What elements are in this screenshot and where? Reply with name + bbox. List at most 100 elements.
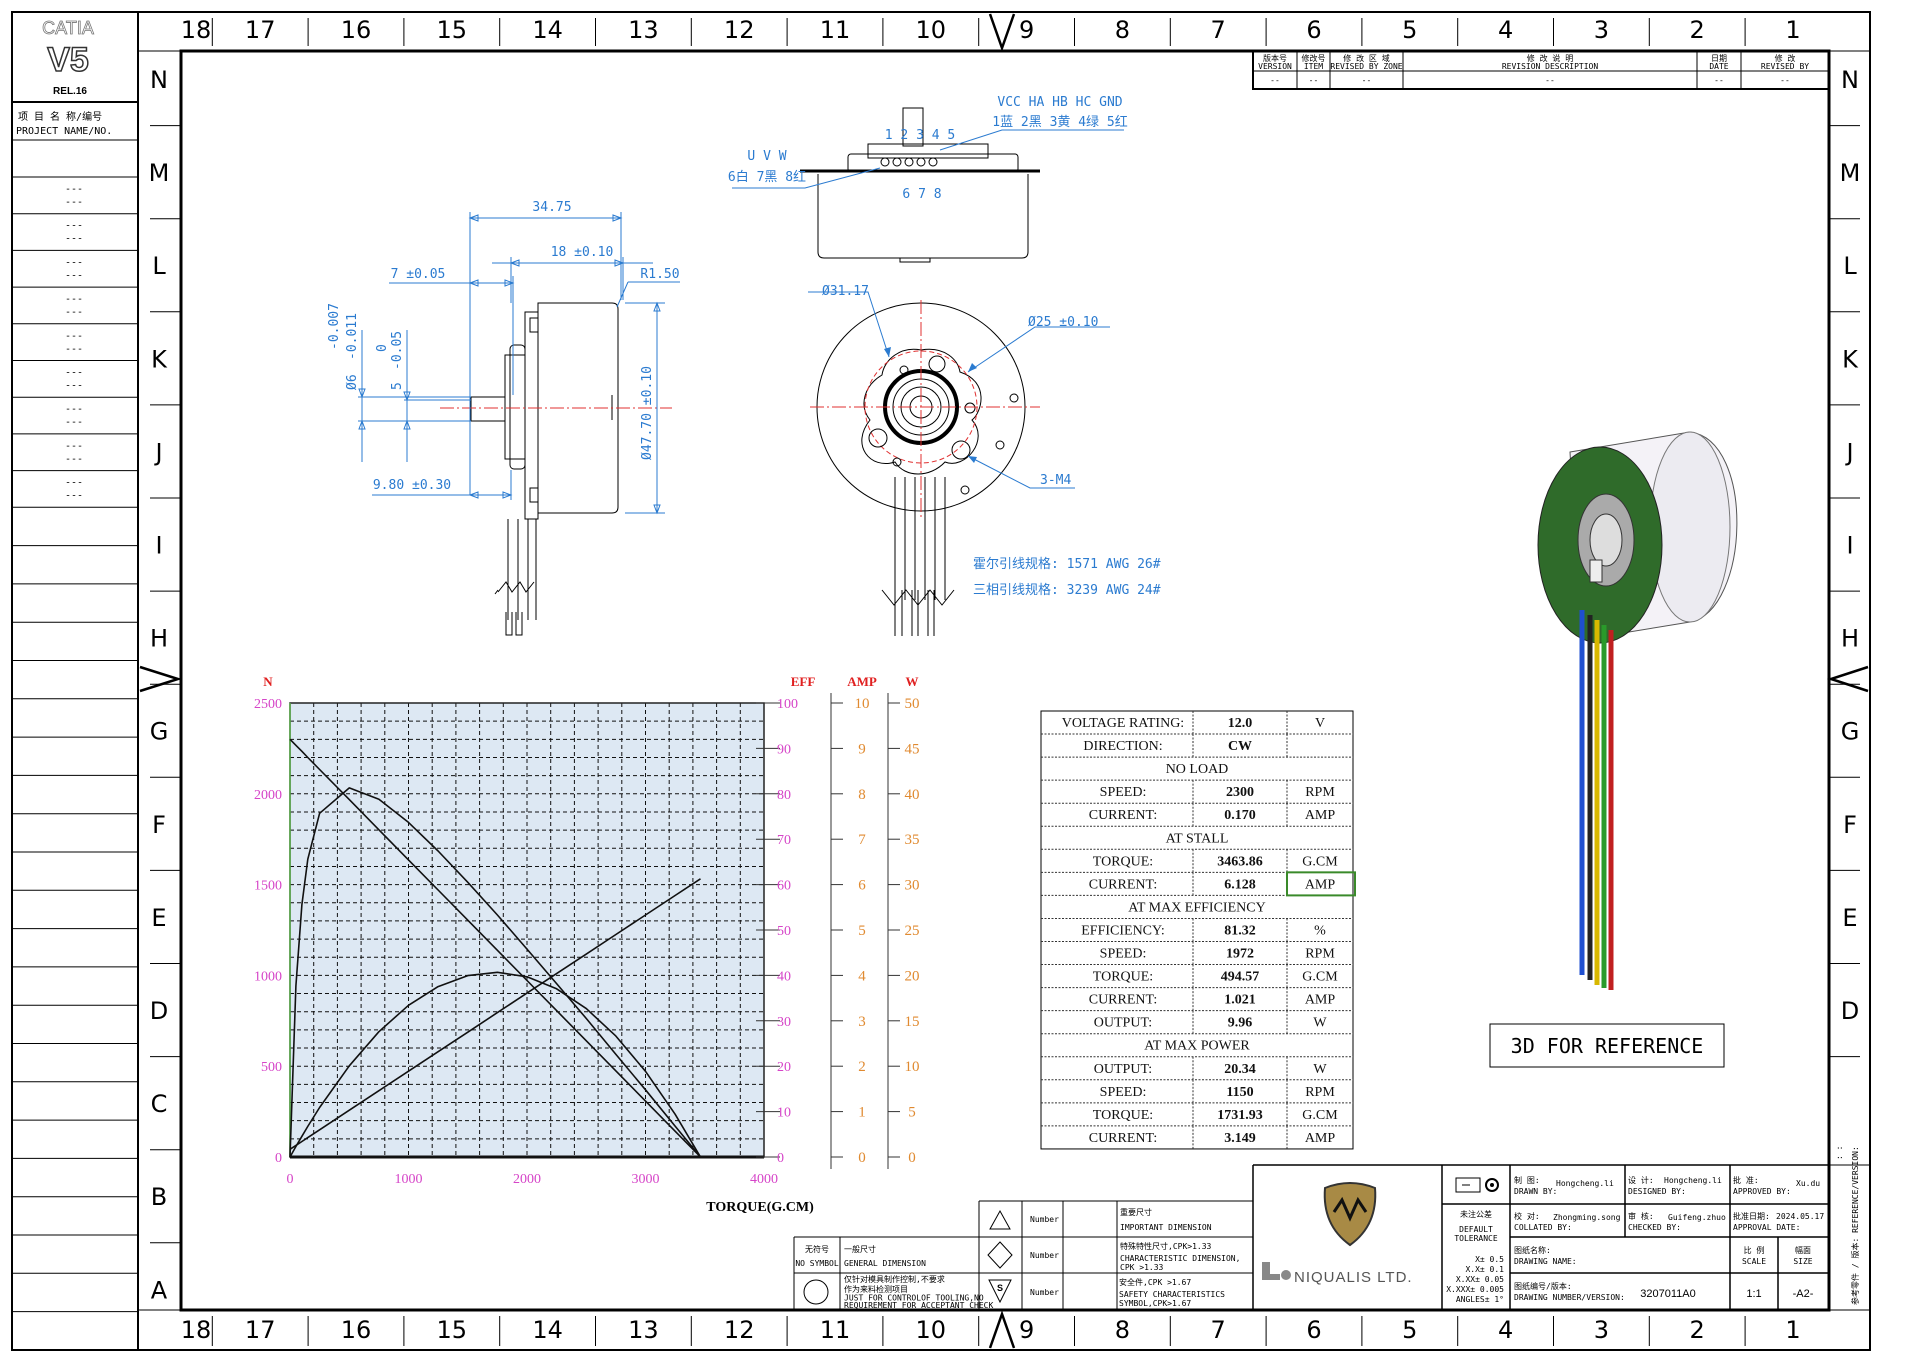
spec-label: CURRENT: — [1089, 808, 1158, 823]
zone-row-label: D — [1841, 997, 1859, 1025]
dim-flange-offset: 7 ±0.05 — [391, 267, 446, 282]
spec-section-title: AT STALL — [1166, 831, 1229, 846]
zone-row-label: J — [153, 438, 162, 466]
revision-header-en: VERSION — [1258, 62, 1292, 71]
hall-signal-labels: VCC HA HB HC GND — [997, 95, 1122, 110]
dim-mount-holes: 3-M4 — [1040, 473, 1071, 488]
tooling-cn1: 仅针对模具制作控制,不要求 — [844, 1274, 945, 1284]
sidebar-row-line1: --- — [65, 478, 83, 489]
zone-column-label: 8 — [1115, 1316, 1130, 1344]
diamond-symbol-icon — [987, 1241, 1013, 1269]
checked-by-en: CHECKED BY: — [1628, 1223, 1681, 1232]
zone-column-label: 14 — [532, 1316, 563, 1344]
spec-value: 2300 — [1226, 785, 1254, 800]
spec-value: CW — [1228, 739, 1252, 754]
zone-column-label: 7 — [1211, 1316, 1226, 1344]
w-axis-title: W — [906, 674, 919, 689]
zone-column-label: 5 — [1402, 1316, 1417, 1344]
sidebar-row-line2: --- — [65, 381, 83, 392]
zone-column-label: 8 — [1115, 16, 1130, 44]
zone-row-label: L — [1843, 252, 1857, 280]
drawing-frame — [11, 11, 1871, 1351]
w-tick-label: 45 — [905, 741, 920, 757]
drawing-number-en: DRAWING NUMBER/VERSION: — [1514, 1293, 1625, 1302]
motor-3d-wires — [1579, 610, 1614, 990]
dim-hole-circle: Ø31.17 — [822, 284, 869, 299]
designed-by-cn: 设 计: — [1628, 1175, 1654, 1185]
drawn-by-en: DRAWN BY: — [1514, 1187, 1557, 1196]
designed-by-en: DESIGNED BY: — [1628, 1187, 1686, 1196]
spec-value: 0.170 — [1224, 808, 1256, 823]
zone-column-label: 16 — [341, 1316, 372, 1344]
zone-column-label: 15 — [437, 16, 468, 44]
sidebar-row-line1: --- — [65, 368, 83, 379]
motor-side-view: 34.75 18 ±0.10 7 ±0.05 R1.50 Ø6 -0.007 -… — [327, 200, 680, 636]
eff-tick-label: 0 — [777, 1151, 784, 1166]
series-efficiency-line — [289, 787, 702, 1158]
spec-label: SPEED: — [1100, 1085, 1147, 1100]
zone-row-label: K — [151, 345, 168, 373]
approved-by-en: APPROVED BY: — [1733, 1187, 1791, 1196]
drawing-name-cn: 图纸名称: — [1514, 1245, 1551, 1255]
zone-row-label: A — [151, 1276, 168, 1304]
zone-row-label: H — [150, 625, 168, 653]
zone-row-label: I — [1846, 532, 1853, 560]
tolerance-line: X.X± 0.1 — [1465, 1265, 1504, 1274]
zone-column-label: 9 — [1019, 16, 1034, 44]
amp-tick-label: 4 — [858, 968, 866, 984]
center-mark-bottom-icon — [988, 1310, 1016, 1349]
spec-value: 12.0 — [1228, 716, 1253, 731]
dim-shaft-tol-lower: -0.011 — [345, 313, 360, 360]
collated-by-value: Zhongming.song — [1553, 1213, 1621, 1222]
no-symbol-en: NO SYMBOL — [795, 1259, 839, 1268]
motor-top-view: VCC HA HB HC GND 1蓝 2黑 3黄 4绿 5红 1 2 3 4 … — [728, 95, 1128, 263]
zone-row-label: G — [1841, 718, 1860, 746]
zone-column-label: 15 — [437, 1316, 468, 1344]
zone-row-label: D — [150, 997, 168, 1025]
spec-section-title: AT MAX POWER — [1144, 1039, 1250, 1054]
revision-value: -- — [1309, 76, 1319, 85]
zone-column-label: 6 — [1306, 1316, 1321, 1344]
spec-value: 3.149 — [1224, 1131, 1256, 1146]
no-symbol-cn: 无符号 — [805, 1244, 829, 1254]
spec-value: 1.021 — [1224, 993, 1256, 1008]
zone-column-label: 5 — [1402, 16, 1417, 44]
spec-unit: AMP — [1305, 877, 1336, 892]
amp-tick-label: 6 — [858, 878, 866, 894]
amp-tick-label: 10 — [855, 696, 870, 712]
spec-label: CURRENT: — [1089, 877, 1158, 892]
zone-column-label: 6 — [1306, 16, 1321, 44]
zone-column-label: 14 — [532, 16, 563, 44]
zone-column-label: 17 — [245, 1316, 276, 1344]
amp-tick-label: 9 — [858, 741, 866, 757]
spec-unit: G.CM — [1302, 970, 1338, 985]
size-en: SIZE — [1793, 1257, 1812, 1266]
tolerance-values: X± 0.5X.X± 0.1X.XX± 0.05X.XXX± 0.005ANGL… — [1446, 1255, 1504, 1304]
n-tick-label: 2500 — [254, 697, 282, 712]
zone-column-label: 10 — [916, 1316, 947, 1344]
zone-column-label: 11 — [820, 16, 851, 44]
zone-row-label: M — [149, 159, 170, 187]
spec-table-border — [1040, 710, 1354, 1150]
center-mark-top-icon — [988, 13, 1016, 52]
revision-header-cn: 修 改 — [1775, 53, 1796, 63]
zone-row-label: G — [150, 718, 169, 746]
spec-value: 81.32 — [1224, 923, 1256, 938]
sidebar-row-line1: --- — [65, 257, 83, 268]
reference-label-text: 3D FOR REFERENCE — [1511, 1034, 1704, 1058]
revision-header-cn: 版本号 — [1263, 53, 1287, 63]
motor-3d-render — [1537, 431, 1738, 990]
eff-tick-label: 90 — [777, 742, 791, 757]
safety-symbol-icon — [988, 1279, 1012, 1304]
drawn-by-cn: 制 图: — [1514, 1175, 1540, 1185]
x-tick-label: 1000 — [395, 1172, 423, 1187]
zone-row-label: K — [1842, 345, 1859, 373]
w-tick-label: 40 — [905, 787, 920, 803]
spec-unit: W — [1313, 1016, 1327, 1031]
spec-value: 1972 — [1226, 947, 1254, 962]
scale-value: 1:1 — [1746, 1288, 1761, 1300]
sidebar-row-line1: --- — [65, 294, 83, 305]
